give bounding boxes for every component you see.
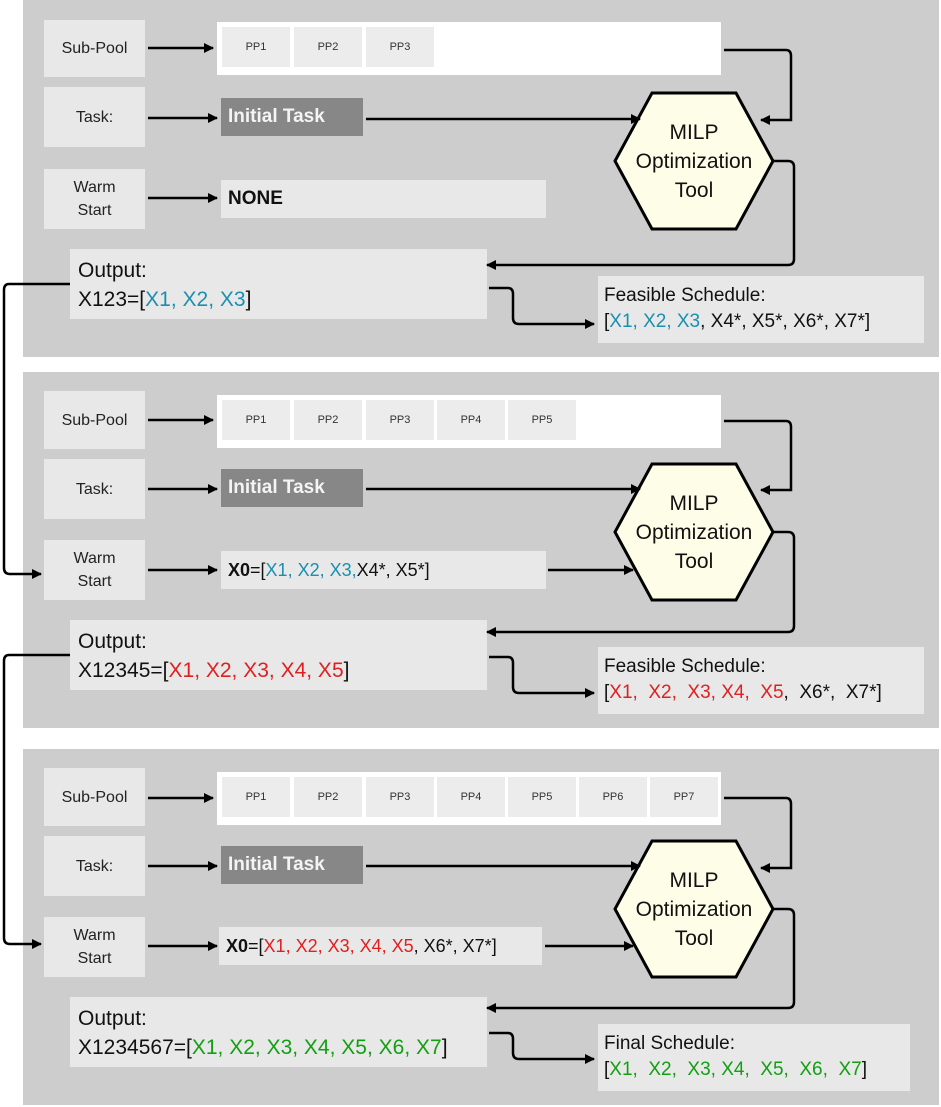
task-label-1: Task: xyxy=(44,87,145,147)
svg-text:MILP: MILP xyxy=(669,121,718,144)
sub-pool-label-3: Sub-Pool xyxy=(44,768,145,826)
pool-item: PP7 xyxy=(650,777,718,817)
pool-item: PP2 xyxy=(294,400,362,440)
sub-pool-bar-1: PP1 PP2 PP3 xyxy=(217,22,721,75)
pool-item: PP2 xyxy=(294,777,362,817)
pool-item: PP2 xyxy=(294,27,362,67)
feasible-schedule-box-1: Feasible Schedule: [X1, X2, X3, X4*, X5*… xyxy=(598,276,924,343)
warm-start-label-2: Warm Start xyxy=(44,540,145,600)
warm-start-value-2: X0=[X1, X2, X3, X4*, X5*] xyxy=(221,551,546,589)
initial-task-3: Initial Task xyxy=(221,846,363,884)
svg-text:MILP: MILP xyxy=(669,869,718,892)
svg-text:Tool: Tool xyxy=(675,927,714,950)
pool-item: PP4 xyxy=(437,777,505,817)
warm-start-label-3: Warm Start xyxy=(44,917,145,977)
sub-pool-label-2: Sub-Pool xyxy=(44,391,145,449)
sub-pool-bar-3: PP1 PP2 PP3 PP4 PP5 PP6 PP7 xyxy=(217,772,721,825)
pool-item: PP3 xyxy=(366,27,434,67)
flow-arrows xyxy=(2,43,796,1064)
pool-item: PP1 xyxy=(222,27,290,67)
sub-pool-label-1: Sub-Pool xyxy=(44,20,145,77)
task-label-3: Task: xyxy=(44,836,145,896)
warm-start-value-3: X0=[X1, X2, X3, X4, X5, X6*, X7*] xyxy=(219,927,542,965)
pool-item: PP5 xyxy=(508,400,576,440)
pool-item: PP6 xyxy=(579,777,647,817)
svg-text:Optimization: Optimization xyxy=(636,898,753,921)
milp-tool-hexagon-3: MILP Optimization Tool xyxy=(613,839,775,979)
pool-item: PP1 xyxy=(222,777,290,817)
feasible-schedule-box-2: Feasible Schedule: [X1, X2, X3, X4, X5, … xyxy=(598,647,924,714)
svg-text:Optimization: Optimization xyxy=(636,521,753,544)
svg-text:Optimization: Optimization xyxy=(636,150,753,173)
warm-start-label-1: Warm Start xyxy=(44,169,145,229)
pool-item: PP5 xyxy=(508,777,576,817)
pool-item: PP3 xyxy=(366,400,434,440)
output-box-1: Output: X123=[X1, X2, X3] xyxy=(70,249,487,319)
output-box-3: Output: X1234567=[X1, X2, X3, X4, X5, X6… xyxy=(70,997,487,1067)
final-schedule-box: Final Schedule: [X1, X2, X3, X4, X5, X6,… xyxy=(598,1024,910,1091)
warm-start-value-1: NONE xyxy=(221,180,546,218)
pool-item: PP1 xyxy=(222,400,290,440)
milp-tool-hexagon-2: MILP Optimization Tool xyxy=(613,462,775,602)
output-box-2: Output: X12345=[X1, X2, X3, X4, X5] xyxy=(70,620,487,690)
pool-item: PP4 xyxy=(437,400,505,440)
task-label-2: Task: xyxy=(44,459,145,519)
milp-tool-hexagon-1: MILP Optimization Tool xyxy=(613,91,775,231)
sub-pool-bar-2: PP1 PP2 PP3 PP4 PP5 xyxy=(217,395,721,448)
pool-item: PP3 xyxy=(366,777,434,817)
svg-text:Tool: Tool xyxy=(675,179,714,202)
initial-task-1: Initial Task xyxy=(221,98,363,136)
svg-text:Tool: Tool xyxy=(675,550,714,573)
initial-task-2: Initial Task xyxy=(221,469,363,507)
svg-text:MILP: MILP xyxy=(669,492,718,515)
